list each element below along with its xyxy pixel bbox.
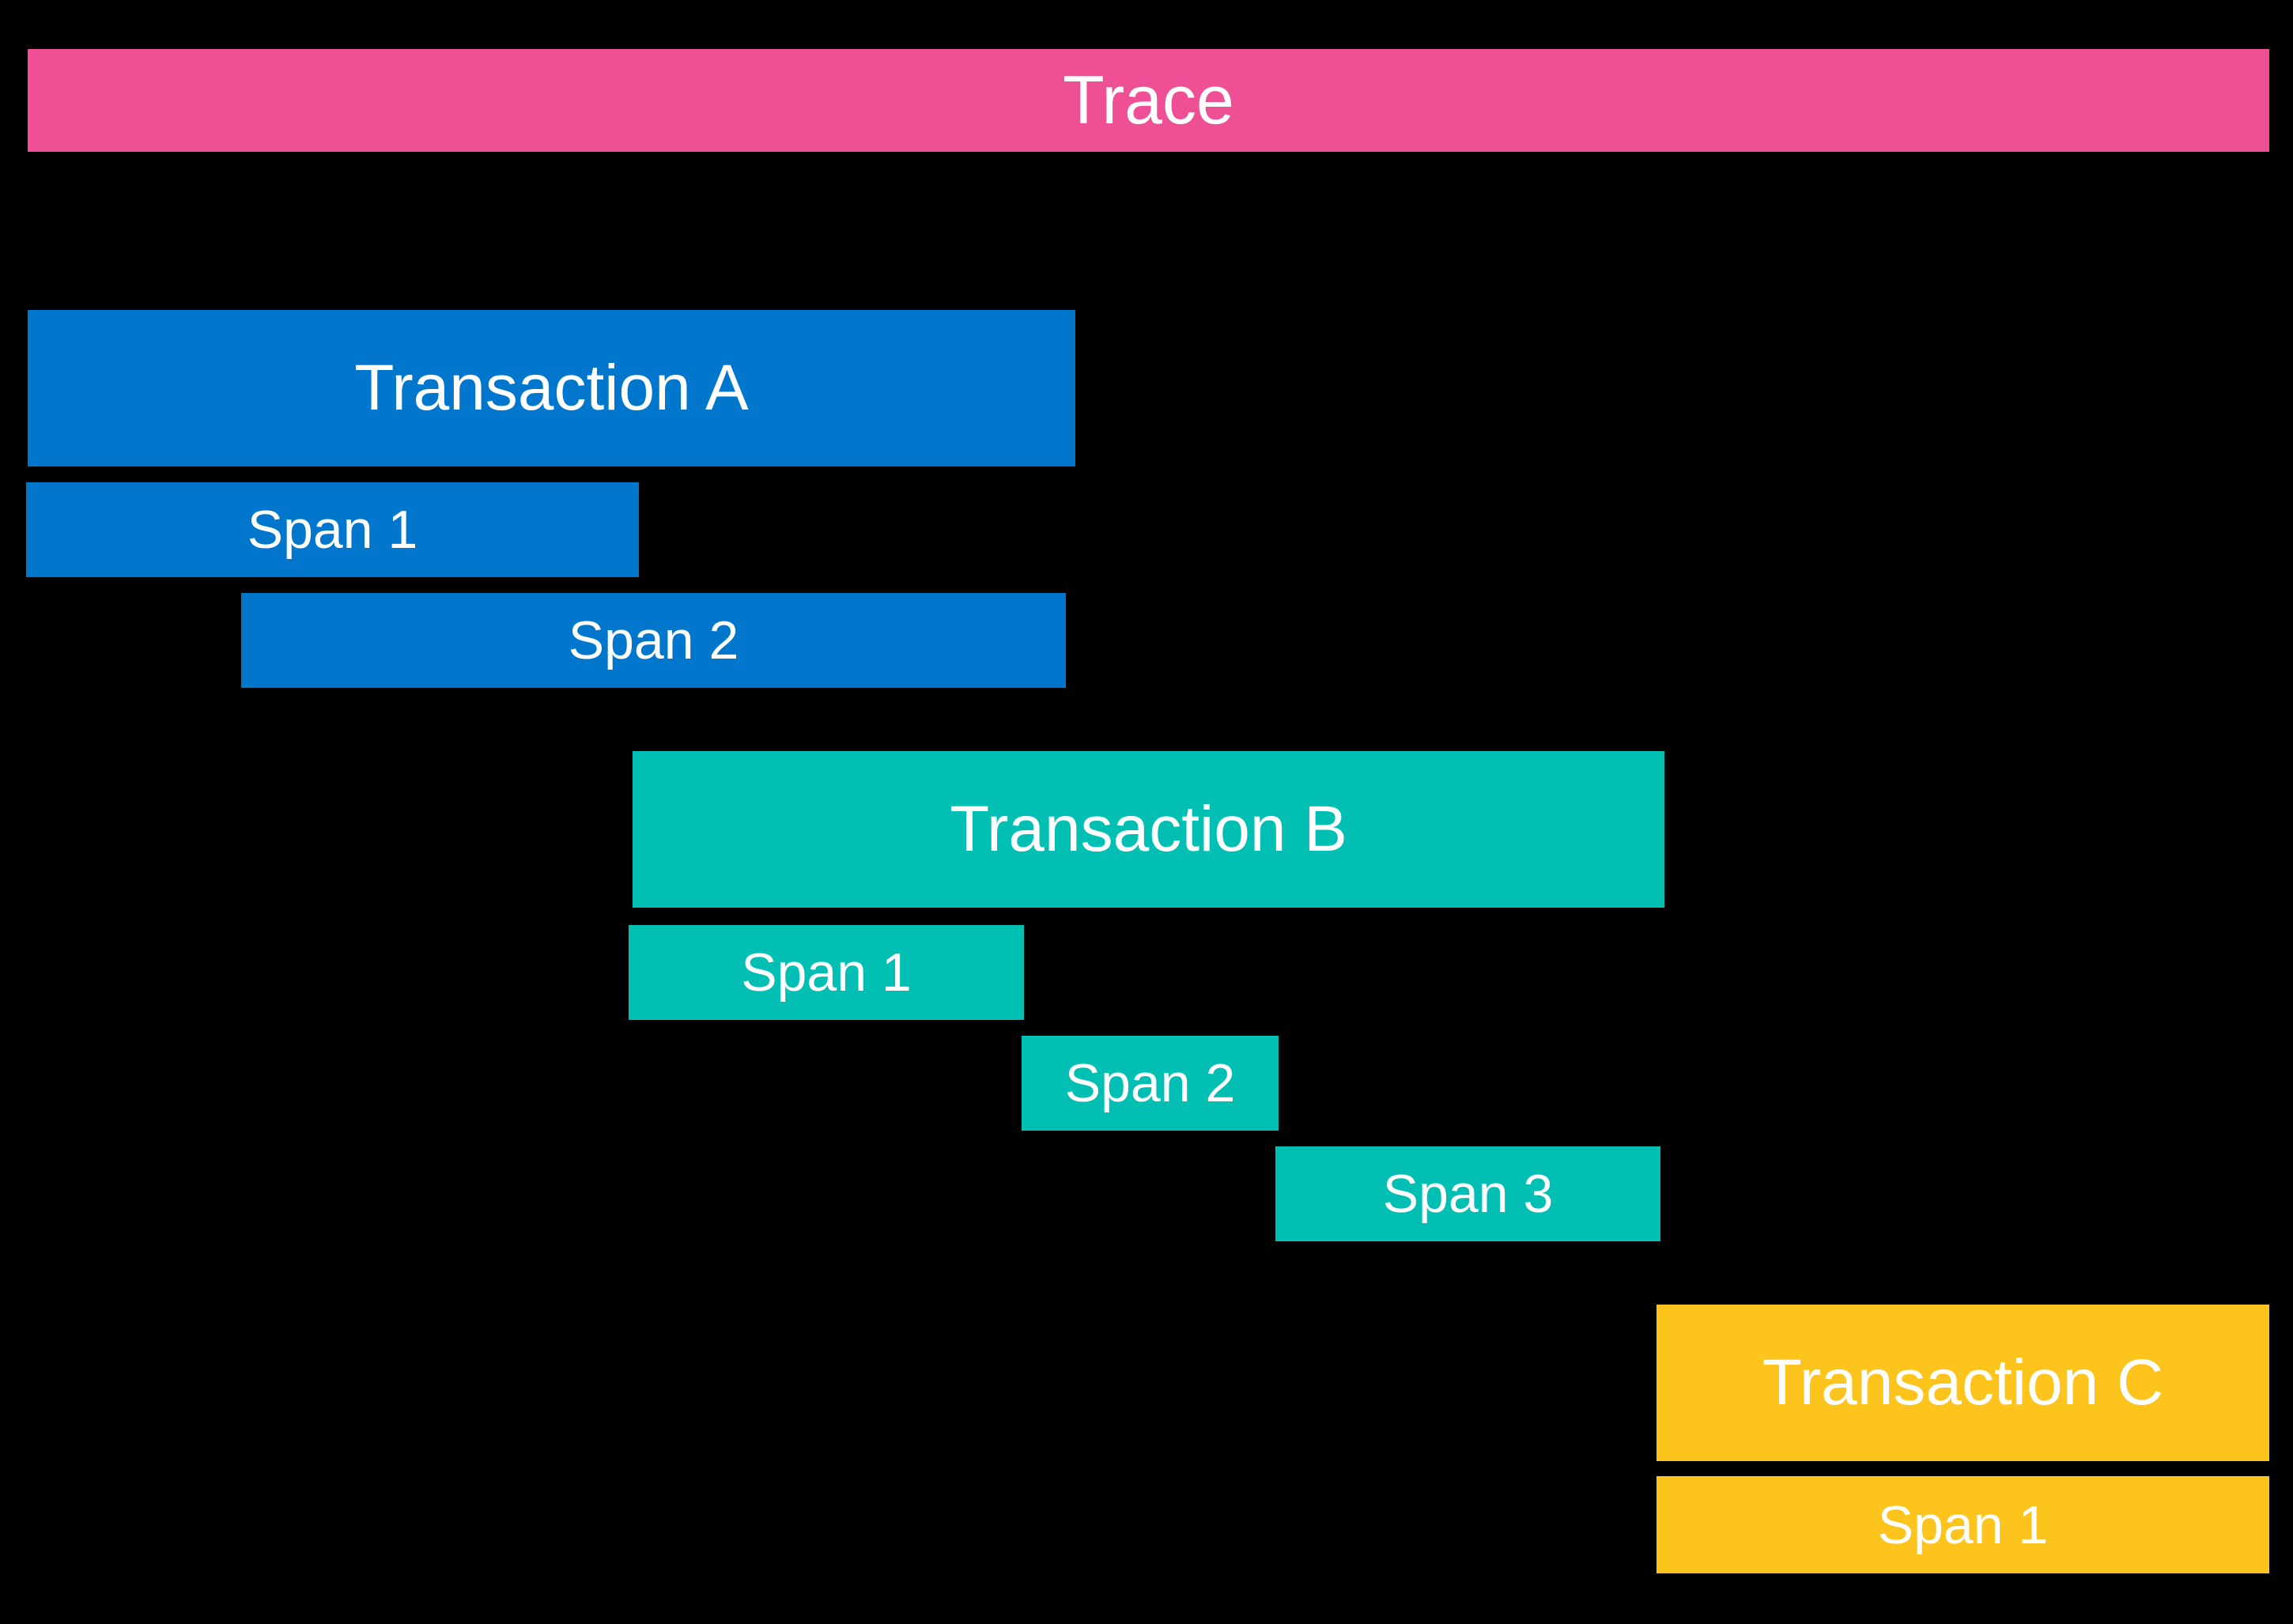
span-label-transaction-a-span-1: Span 1 xyxy=(247,500,418,560)
span-bar-transaction-a-span-2: Span 2 xyxy=(241,593,1066,688)
transaction-bar-transaction-c: Transaction C xyxy=(1656,1305,2269,1461)
transaction-label-transaction-c: Transaction C xyxy=(1762,1346,2164,1418)
trace-label: Trace xyxy=(1063,62,1234,138)
span-bar-transaction-a-span-1: Span 1 xyxy=(26,482,639,577)
transaction-label-transaction-b: Transaction B xyxy=(950,793,1347,865)
transaction-bar-transaction-a: Transaction A xyxy=(28,310,1075,466)
span-label-transaction-b-span-2: Span 2 xyxy=(1064,1053,1236,1113)
span-bar-transaction-b-span-1: Span 1 xyxy=(629,925,1024,1020)
span-label-transaction-c-span-1: Span 1 xyxy=(1877,1494,2049,1555)
trace-bar: Trace xyxy=(28,49,2269,152)
span-bar-transaction-c-span-1: Span 1 xyxy=(1656,1476,2269,1573)
span-bar-transaction-b-span-3: Span 3 xyxy=(1275,1146,1660,1241)
span-label-transaction-a-span-2: Span 2 xyxy=(568,610,739,670)
transaction-bar-transaction-b: Transaction B xyxy=(633,751,1664,908)
span-label-transaction-b-span-1: Span 1 xyxy=(741,942,912,1003)
transaction-label-transaction-a: Transaction A xyxy=(354,352,749,424)
span-bar-transaction-b-span-2: Span 2 xyxy=(1022,1036,1279,1131)
span-label-transaction-b-span-3: Span 3 xyxy=(1382,1164,1554,1224)
